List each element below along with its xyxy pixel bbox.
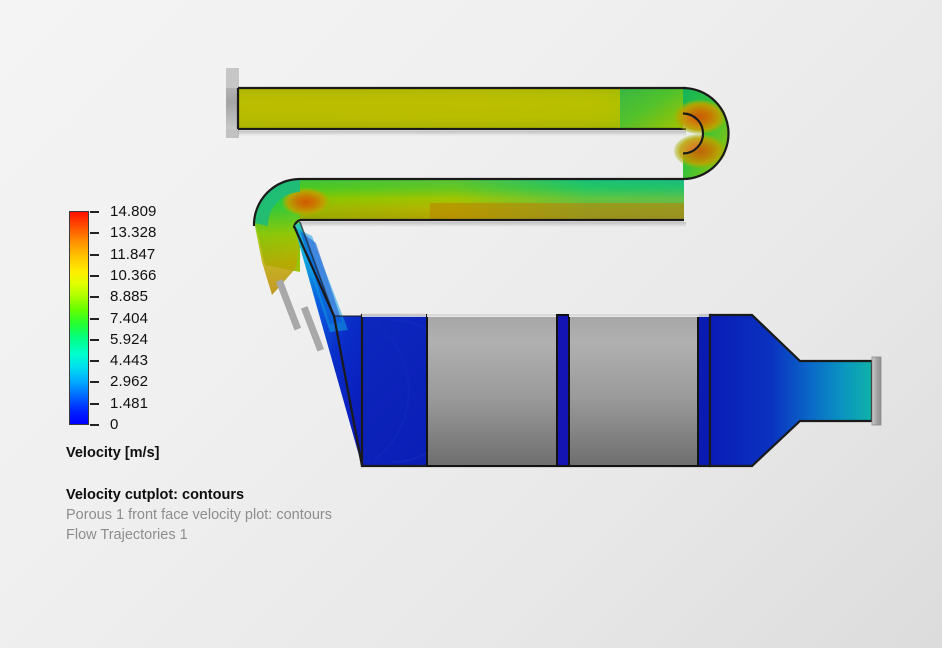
outlet-flange bbox=[871, 356, 882, 426]
flow-trajectory-1 bbox=[275, 279, 302, 331]
legend-label: 14.809 bbox=[110, 203, 157, 220]
legend-tick-icon bbox=[90, 360, 99, 363]
legend-tick-icon bbox=[90, 424, 99, 426]
porous-block-2 bbox=[568, 313, 699, 467]
left-bend bbox=[252, 177, 330, 295]
flow-trajectory-2 bbox=[300, 306, 324, 352]
legend-bar-wrapper: 14.809 13.328 11.847 10.366 8.885 7.404 bbox=[66, 203, 296, 433]
legend-label: 1.481 bbox=[110, 394, 149, 412]
chamber-divider bbox=[556, 314, 570, 467]
u-bend bbox=[674, 86, 730, 181]
legend-tick-icon bbox=[90, 211, 99, 213]
legend-label: 13.328 bbox=[110, 224, 157, 242]
caption-item-porous-front-face[interactable]: Porous 1 front face velocity plot: conto… bbox=[66, 507, 332, 523]
legend-tick-icon bbox=[90, 253, 99, 256]
legend-tick-icon bbox=[90, 296, 99, 299]
legend-label: 2.962 bbox=[110, 373, 149, 391]
legend-tick-icon bbox=[90, 232, 99, 235]
legend-tick-icon bbox=[90, 402, 99, 405]
legend-color-bar bbox=[69, 211, 89, 425]
return-pipe bbox=[300, 177, 686, 227]
legend-label: 4.443 bbox=[110, 352, 149, 370]
legend-tick-icon bbox=[90, 317, 99, 320]
legend-label: 8.885 bbox=[110, 288, 149, 306]
legend-label: 10.366 bbox=[110, 266, 157, 284]
legend-label: 5.924 bbox=[110, 330, 149, 348]
caption-item-flow-trajectories[interactable]: Flow Trajectories 1 bbox=[66, 527, 188, 543]
legend-tick-icon bbox=[90, 274, 99, 277]
legend-title: Velocity [m/s] bbox=[66, 445, 160, 461]
velocity-legend: 14.809 13.328 11.847 10.366 8.885 7.404 bbox=[66, 203, 326, 461]
caption-item-velocity-cutplot[interactable]: Velocity cutplot: contours bbox=[66, 487, 245, 503]
plot-caption-list: Velocity cutplot: contours Porous 1 fron… bbox=[66, 485, 586, 545]
inlet-pipe bbox=[236, 86, 686, 136]
legend-label: 7.404 bbox=[110, 309, 149, 327]
legend-label: 11.847 bbox=[110, 245, 156, 263]
inlet-flange bbox=[226, 68, 239, 138]
legend-tick-icon bbox=[90, 381, 99, 384]
legend-tick-icon bbox=[90, 338, 99, 341]
outlet-cone bbox=[708, 313, 874, 468]
porous-block-1 bbox=[426, 313, 558, 467]
legend-label: 0 bbox=[110, 416, 119, 433]
